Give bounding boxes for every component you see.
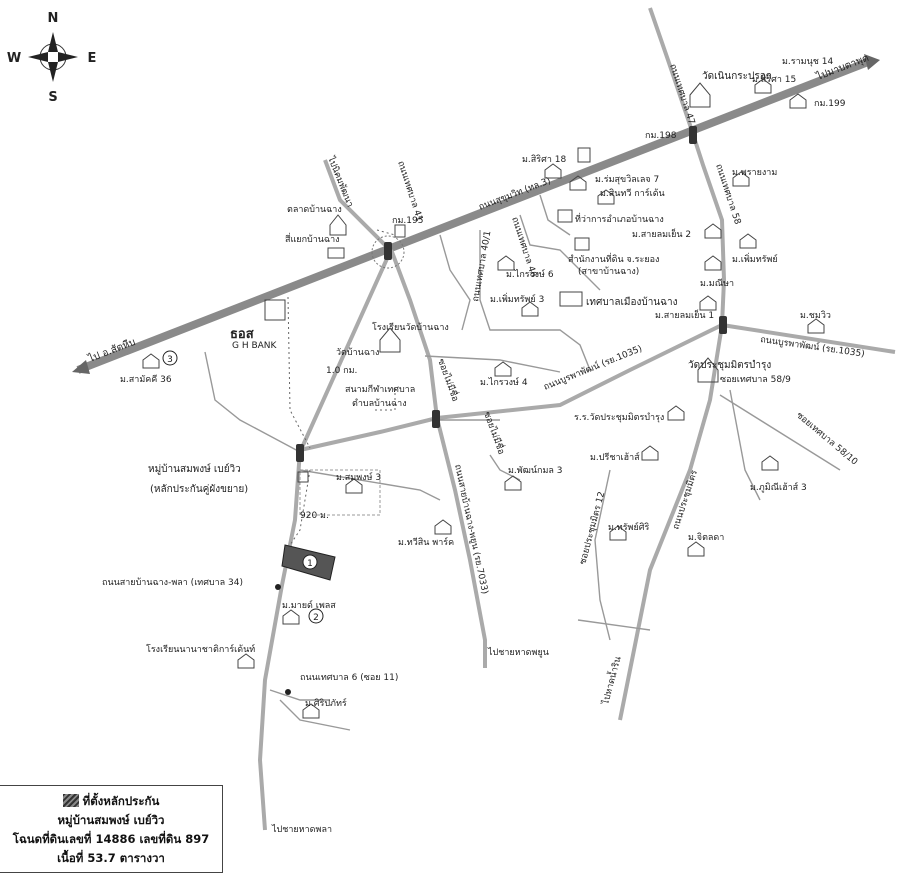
village-label: ม.ศิริปภัทร์ — [305, 697, 347, 709]
place-label: เทศบาลเมืองบ้านฉาง — [586, 296, 678, 308]
village-label: ม.มณีษา — [700, 278, 734, 289]
village-label: ม.พรายงาม — [732, 168, 777, 178]
compass-icon: N S W E — [7, 11, 97, 105]
village-label: ม.สิริศา 15 — [752, 74, 796, 85]
village-label: ม.สายลมเย็น 2 — [632, 227, 691, 240]
village-label: ม.มายด์ เพลส — [282, 599, 336, 611]
subject-parcel: 1 — [281, 544, 336, 581]
building-icon — [264, 147, 591, 483]
intersection-circle — [371, 235, 405, 269]
village-label: ม.สินทวี การ์เด้น — [600, 187, 665, 199]
compass-w: W — [7, 51, 21, 66]
house-icon — [142, 78, 825, 719]
village-label: ม.จิตลดา — [688, 532, 724, 543]
place-label: (สาขาบ้านฉาง) — [578, 266, 639, 277]
marker-3-group: 3 — [162, 350, 178, 366]
compass-e: E — [88, 51, 97, 66]
village-label: ม.เพิ่มทรัพย์ — [732, 252, 778, 265]
road-label: ไปหาดน้ำริน — [598, 655, 624, 707]
distance-label: 920 ม. — [300, 511, 329, 521]
temple-icon — [329, 82, 719, 383]
marker-2: 2 — [313, 613, 319, 623]
place-label: สนามกีฬาเทศบาล — [345, 384, 415, 395]
ghb-logo: ธอส — [230, 327, 254, 342]
legend-line: หมู่บ้านสมพงษ์ เบย์วิว — [57, 813, 165, 827]
village-label: ม.เพิ่มทรัพย์ 3 — [490, 292, 544, 305]
place-label: สี่แยกบ้านฉาง — [285, 232, 340, 245]
road-label: ถนนสุขุมวิท (ทล.3) — [477, 175, 552, 213]
village-label: ม.สามัคคี 36 — [120, 374, 172, 385]
road-label: ถนนบูรพาพัฒน์ (รย.1035) — [542, 342, 644, 393]
road-label: ไปชายหาดพลา — [271, 824, 332, 835]
road-label: ถนนเทศบาล 47 — [667, 63, 696, 126]
village-label: ม.ชมวิว — [800, 310, 831, 321]
km-marker: กม.195 — [392, 216, 423, 226]
village-label: ม.พัฒน์กมล 3 — [508, 464, 563, 476]
distance-lines — [287, 229, 396, 546]
road-label: ซอยเทศบาล 58/9 — [720, 375, 791, 385]
legend-line: โฉนดที่ดินเลขที่ 14886 เลขที่ดิน 897 — [12, 832, 210, 846]
marker-2-group: 2 — [308, 608, 324, 624]
place-label: ที่ว่าการอำเภอบ้านฉาง — [575, 212, 664, 225]
legend-title: ที่ตั้งหลักประกัน — [82, 794, 160, 808]
junction-dot — [285, 689, 291, 695]
village-label: ม.ไกรวงษ์ 6 — [506, 268, 554, 280]
traffic-light-icon — [296, 126, 727, 462]
legend-line: เนื้อที่ 53.7 ตารางวา — [57, 851, 165, 865]
road-label: ไปชายหาดพยูน — [487, 647, 549, 658]
road-label: ถนนเทศบาล 40/1 — [471, 230, 493, 302]
somphong-area — [299, 469, 381, 516]
village-label: ม.ภูมิณีเฮ้าส์ 3 — [750, 481, 807, 493]
place-label: ตำบลบ้านฉาง — [352, 398, 407, 409]
village-label: ม.ทวีสิน พาร์ค — [398, 536, 454, 548]
village-label: ม.ร่มสุขวิลเลจ 7 — [595, 174, 659, 185]
village-label: ม.ทรัพย์ศิริ — [608, 521, 649, 533]
road-label: ถนนเทศบาล 41 — [395, 160, 424, 223]
legend-box: ที่ตั้งหลักประกัน หมู่บ้านสมพงษ์ เบย์วิว… — [0, 785, 223, 873]
road-label: ถนนเทศบาล 6 (ซอย 11) — [300, 673, 398, 683]
subject-name: หมู่บ้านสมพงษ์ เบย์วิว — [148, 463, 241, 475]
village-label: ม.สิริศา 18 — [522, 154, 566, 165]
place-label: โรงเรียนนานาชาติการ์เด้นท์ — [146, 643, 255, 655]
village-label: ม.สายลมเย็น 1 — [655, 308, 714, 321]
road-label: ซอยประชุมมิตร 12 — [577, 490, 607, 565]
place-label: วัดประชุมมิตรบำรุง — [688, 360, 771, 371]
ghb-logo-sub: G H BANK — [232, 341, 278, 351]
place-label: ตลาดบ้านฉาง — [287, 204, 342, 215]
road-label: ซอยไม่มีชื่อ — [481, 410, 509, 456]
place-label: วัดบ้านฉาง — [336, 347, 379, 358]
marker-3: 3 — [167, 355, 173, 365]
junction-dot — [275, 584, 281, 590]
distance-label: 1.0 กม. — [326, 366, 357, 376]
marker-1: 1 — [307, 559, 313, 569]
compass-n: N — [48, 11, 59, 26]
sukhumvit-highway — [72, 54, 880, 374]
place-label: ร.ร.วัดประชุมมิตรบำรุง — [574, 412, 664, 423]
village-label: ม.รามนุช 14 — [782, 57, 833, 67]
place-label: วัดเนินกระปรอก — [702, 71, 772, 82]
place-label: โรงเรียนวัดบ้านฉาง — [372, 322, 449, 333]
secondary-roads — [204, 194, 841, 731]
road-label: ถนนสายบ้านฉาง-พลา (เทศบาล 34) — [102, 577, 243, 588]
collateral-swatch-icon — [62, 794, 79, 807]
subject-note: (หลักประกันคู่ผังขยาย) — [150, 484, 248, 495]
village-label: ม.ปรีชาเฮ้าส์ — [590, 451, 640, 463]
road-label: ซอยเทศบาล 58/10 — [794, 411, 859, 468]
village-label: ม.ไกรวงษ์ 4 — [480, 376, 528, 388]
place-label: สำนักงานที่ดิน จ.ระยอง — [568, 252, 659, 265]
legend-title-row: ที่ตั้งหลักประกัน — [0, 792, 222, 811]
km-marker: กม.199 — [814, 99, 846, 109]
km-marker: กม.198 — [645, 131, 677, 141]
road-label: ซอยไม่มีชื่อ — [435, 357, 463, 403]
compass-s: S — [48, 90, 57, 105]
village-label: ม.สมพงษ์ 3 — [336, 471, 381, 483]
